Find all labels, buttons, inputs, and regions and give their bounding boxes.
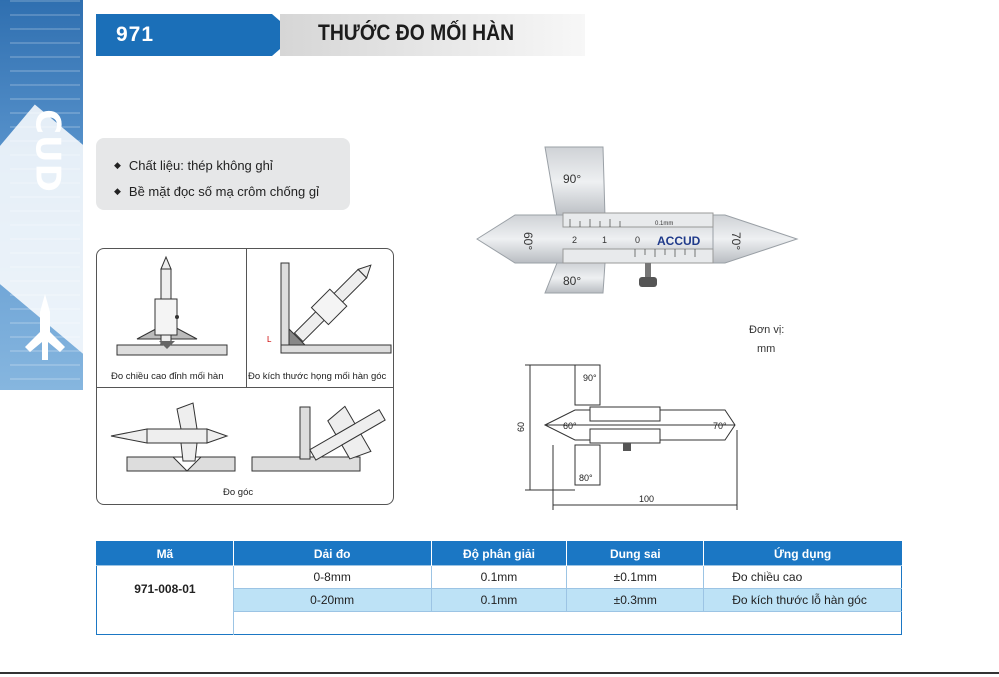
angle-measure-illustration — [110, 402, 386, 472]
col-header-code: Mã — [96, 541, 234, 566]
bullet-icon: ◆ — [114, 185, 121, 196]
brand-strip — [0, 0, 83, 390]
product-brand: ACCUD — [657, 234, 701, 248]
scale-note: 0.1mm — [655, 221, 673, 227]
angle-70-label: 70° — [729, 232, 743, 250]
cell-code: 971-008-01 — [96, 565, 234, 612]
bottom-rule — [0, 672, 999, 674]
table-header-row: Mã Dải đo Độ phân giải Dung sai Ứng dụng — [96, 541, 902, 566]
col-header-tolerance: Dung sai — [566, 541, 705, 566]
cell-range: 0-20mm — [233, 588, 432, 612]
diagram-angle-90: 90° — [583, 373, 597, 383]
diagram-angle-80: 80° — [579, 473, 593, 483]
scale-num: 1 — [602, 235, 607, 245]
scale-num: 2 — [572, 235, 577, 245]
caption-weld-height: Đo chiều cao đỉnh mối hàn — [111, 371, 224, 382]
feature-item: ◆ Bề mặt đọc số mạ crôm chống gỉ — [114, 178, 350, 204]
product-code-tab: 971 — [96, 14, 296, 56]
bullet-icon: ◆ — [114, 159, 121, 170]
feature-item: ◆ Chất liệu: thép không ghỉ — [114, 152, 350, 178]
unit-value: mm — [757, 343, 776, 355]
dimension-diagram: 90° 60° 70° 80° 60 100 — [516, 364, 738, 510]
col-header-application: Ứng dụng — [703, 541, 902, 566]
table-row-empty — [96, 611, 902, 635]
fillet-throat-illustration: L — [267, 262, 392, 354]
divider — [246, 249, 247, 387]
scale-num: 0 — [635, 235, 640, 245]
diagram-angle-70: 70° — [713, 421, 727, 431]
unit-label: Đơn vị: — [749, 324, 785, 336]
col-header-range: Dải đo — [233, 541, 432, 566]
caption-fillet-throat: Đo kích thước họng mối hàn góc — [248, 371, 387, 382]
usage-illustrations: Đo chiều cao đỉnh mối hàn L Đo kích thướ… — [96, 248, 394, 505]
label-L: L — [267, 335, 272, 344]
cell-resolution: 0.1mm — [431, 588, 568, 612]
table-row: 0-20mm 0.1mm ±0.3mm Đo kích thước lỗ hàn… — [97, 588, 902, 612]
col-header-resolution: Độ phân giải — [431, 541, 568, 566]
dimension-width: 100 — [639, 494, 654, 504]
brand-logo: CUD — [28, 109, 68, 193]
title-bar — [280, 14, 585, 56]
svg-text:CUD: CUD — [28, 109, 68, 193]
cell-application: Đo chiều cao — [703, 565, 902, 589]
feature-text: Chất liệu: thép không ghỉ — [128, 157, 273, 173]
cell-range: 0-8mm — [233, 565, 432, 589]
product-code: 971 — [116, 23, 155, 46]
angle-90-label: 90° — [563, 172, 581, 186]
cell-tolerance: ±0.3mm — [566, 588, 705, 612]
cell-resolution: 0.1mm — [431, 565, 568, 589]
cell-tolerance: ±0.1mm — [566, 565, 705, 589]
cell-empty — [233, 611, 902, 635]
cell-empty — [96, 611, 234, 635]
divider — [97, 387, 393, 388]
features-box: ◆ Chất liệu: thép không ghỉ ◆ Bề mặt đọc s… — [96, 138, 350, 210]
angle-80-label: 80° — [563, 274, 581, 288]
dimension-height: 60 — [516, 422, 526, 432]
caption-angle: Đo góc — [223, 487, 254, 498]
diagram-angle-60: 60° — [563, 421, 577, 431]
product-image: 0.1mm 2 1 0 ACCUD 90° 80° 60° 70° — [476, 146, 799, 294]
feature-text: Bề mặt đọc số mạ crôm chống gỉ — [128, 183, 319, 199]
page-title: THƯỚC ĐO MỐI HÀN — [318, 20, 515, 45]
brand-mark-icon — [25, 294, 65, 360]
angle-60-label: 60° — [521, 232, 535, 250]
cell-application: Đo kích thước lỗ hàn góc — [703, 588, 902, 612]
spec-table: Mã Dải đo Độ phân giải Dung sai Ứng dụng… — [96, 541, 902, 635]
weld-height-illustration — [116, 255, 228, 356]
table-row: 971-008-01 0-8mm 0.1mm ±0.1mm Đo chiều c… — [96, 565, 902, 612]
